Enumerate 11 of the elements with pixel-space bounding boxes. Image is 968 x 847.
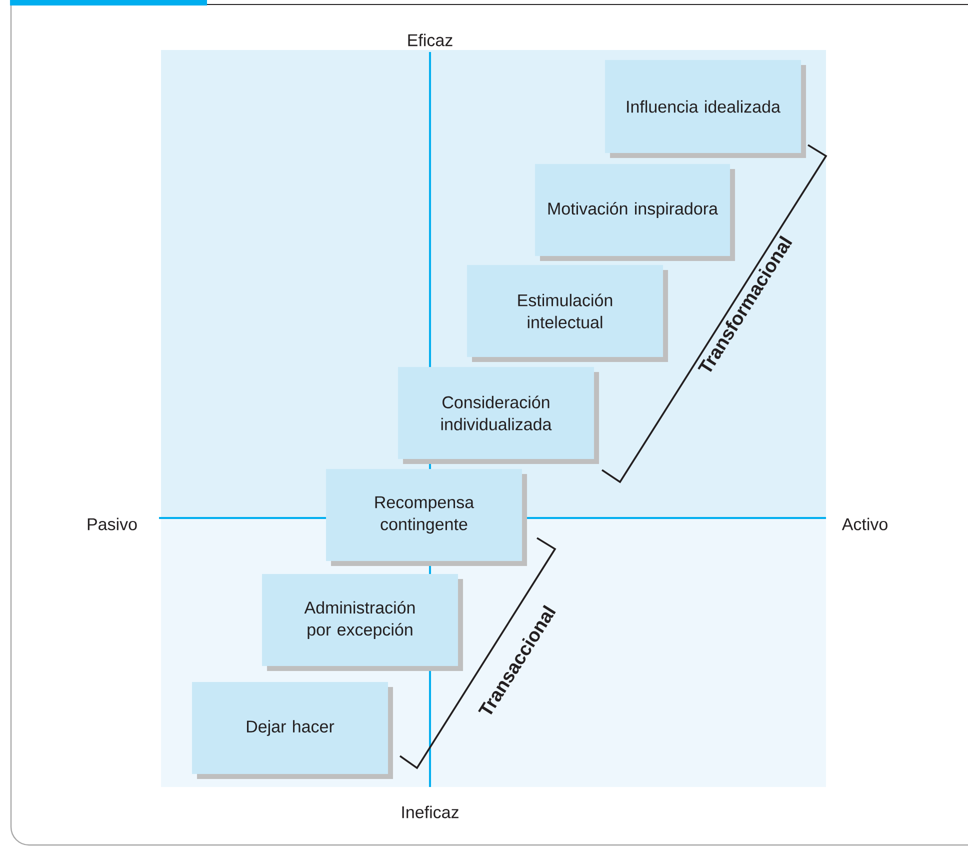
text-box: Motivación inspiradora: [535, 164, 735, 261]
text-box: Administración por excepción: [262, 574, 463, 671]
text-box: Consideración individualizada: [398, 367, 599, 464]
text-box: Influencia idealizada: [605, 60, 806, 158]
axis-label: Eficaz: [408, 34, 452, 46]
axis-label: Activo: [842, 518, 888, 530]
axis-label: Ineficaz: [402, 806, 458, 818]
text-box: Recompensa contingente: [326, 469, 527, 566]
text-box: Estimulación intelectual: [467, 265, 668, 362]
text-box: Dejar hacer: [192, 682, 393, 779]
axis-label: Pasivo: [88, 518, 137, 530]
